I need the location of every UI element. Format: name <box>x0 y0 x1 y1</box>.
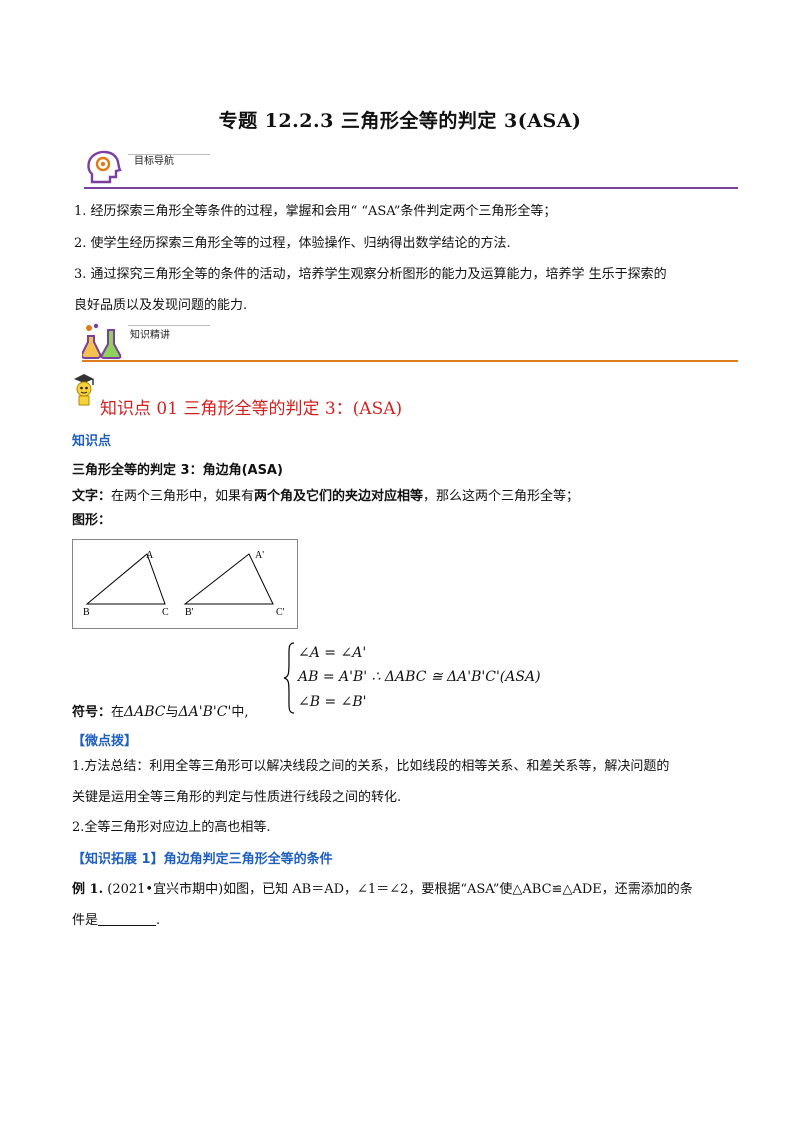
section-knowledge-label: 知识精讲 <box>130 330 170 341</box>
vertex-label-b: B <box>83 607 90 618</box>
tip-item: 2.全等三角形对应边上的高也相等. <box>72 820 271 835</box>
text-post: ，那么这两个三角形全等； <box>423 489 580 504</box>
left-brace <box>283 642 295 714</box>
symbol-label: 符号： <box>72 705 112 720</box>
symbol-post: 中, <box>231 705 249 720</box>
mascot-icon <box>74 374 94 406</box>
rule-title: 三角形全等的判定 3：角边角(ASA) <box>72 463 283 478</box>
example-text: (2021•宜兴市期中)如图，已知 AB＝AD，∠1＝∠2，要根据“ASA”使△… <box>107 882 693 897</box>
condition-side-ab: AB = A'B' ∴ ΔABC ≅ ΔA'B'C'(ASA) <box>298 669 541 685</box>
figure-box: A B C A' B' C' <box>72 539 298 629</box>
section-divider-knowledge <box>82 360 738 362</box>
symbol-statement: 符号：在ΔABC与ΔA'B'C'中, <box>72 702 248 723</box>
tip-item: 1.方法总结：利用全等三角形可以解决线段之间的关系，比如线段的相等关系、和差关系… <box>72 759 670 774</box>
condition-angle-a: ∠A = ∠A' <box>298 645 367 661</box>
example-line-1: 例 1. (2021•宜兴市期中)如图，已知 AB＝AD，∠1＝∠2，要根据“A… <box>72 880 772 900</box>
vertex-label-a: A <box>146 550 154 561</box>
triangle-abc: ΔABC <box>124 704 166 720</box>
answer-blank[interactable] <box>98 911 157 926</box>
triangles-figure: A B C A' B' C' <box>83 550 285 618</box>
label-underline <box>128 325 210 326</box>
example-label: 例 1. <box>72 882 104 897</box>
text-definition: 文字：在两个三角形中，如果有两个角及它们的夹边对应相等，那么这两个三角形全等； <box>72 487 762 507</box>
vertex-label-a-prime: A' <box>255 550 264 561</box>
section-divider-goals <box>84 187 738 189</box>
vertex-label-c: C <box>162 607 169 618</box>
text-emphasis: 两个角及它们的夹边对应相等 <box>254 489 424 504</box>
knowledge-point-heading: 知识点 01 三角形全等的判定 3：(ASA) <box>100 399 403 419</box>
goal-item: 3. 通过探究三角形全等的条件的活动，培养学生观察分析图形的能力及运算能力，培养… <box>74 267 667 282</box>
extension-heading: 【知识拓展 1】角边角判定三角形全等的条件 <box>72 852 333 867</box>
triangle-abc-prime: ΔA'B'C' <box>178 704 232 720</box>
symbol-mid: 与 <box>165 705 179 720</box>
condition-angle-b: ∠B = ∠B' <box>298 694 367 710</box>
vertex-label-b-prime: B' <box>185 607 194 618</box>
example-line2-pre: 件是 <box>72 913 99 928</box>
text-label: 文字： <box>72 489 112 504</box>
figure-label: 图形： <box>72 513 112 528</box>
example-line2-post: . <box>156 913 161 928</box>
symbol-pre: 在 <box>111 705 125 720</box>
tip-item: 关键是运用全等三角形的判定与性质进行线段之间的转化. <box>72 790 402 805</box>
tips-heading: 【微点拨】 <box>72 734 138 749</box>
example-line-2: 件是. <box>72 911 160 931</box>
text-pre: 在两个三角形中，如果有 <box>111 489 255 504</box>
goal-item: 2. 使学生经历探索三角形全等的过程，体验操作、归纳得出数学结论的方法. <box>74 236 511 251</box>
vertex-label-c-prime: C' <box>276 607 285 618</box>
section-goals-label: 目标导航 <box>134 156 174 167</box>
goal-item: 良好品质以及发现问题的能力. <box>74 298 248 313</box>
knowledge-sub-label: 知识点 <box>72 434 112 449</box>
label-underline <box>128 154 210 155</box>
flask-icon <box>82 323 122 359</box>
goal-item: 1. 经历探索三角形全等条件的过程，掌握和会用“ “ASA”条件判定两个三角形全… <box>74 204 557 219</box>
page-title: 专题 12.2.3 三角形全等的判定 3(ASA) <box>218 110 582 132</box>
head-gear-icon <box>87 150 122 184</box>
